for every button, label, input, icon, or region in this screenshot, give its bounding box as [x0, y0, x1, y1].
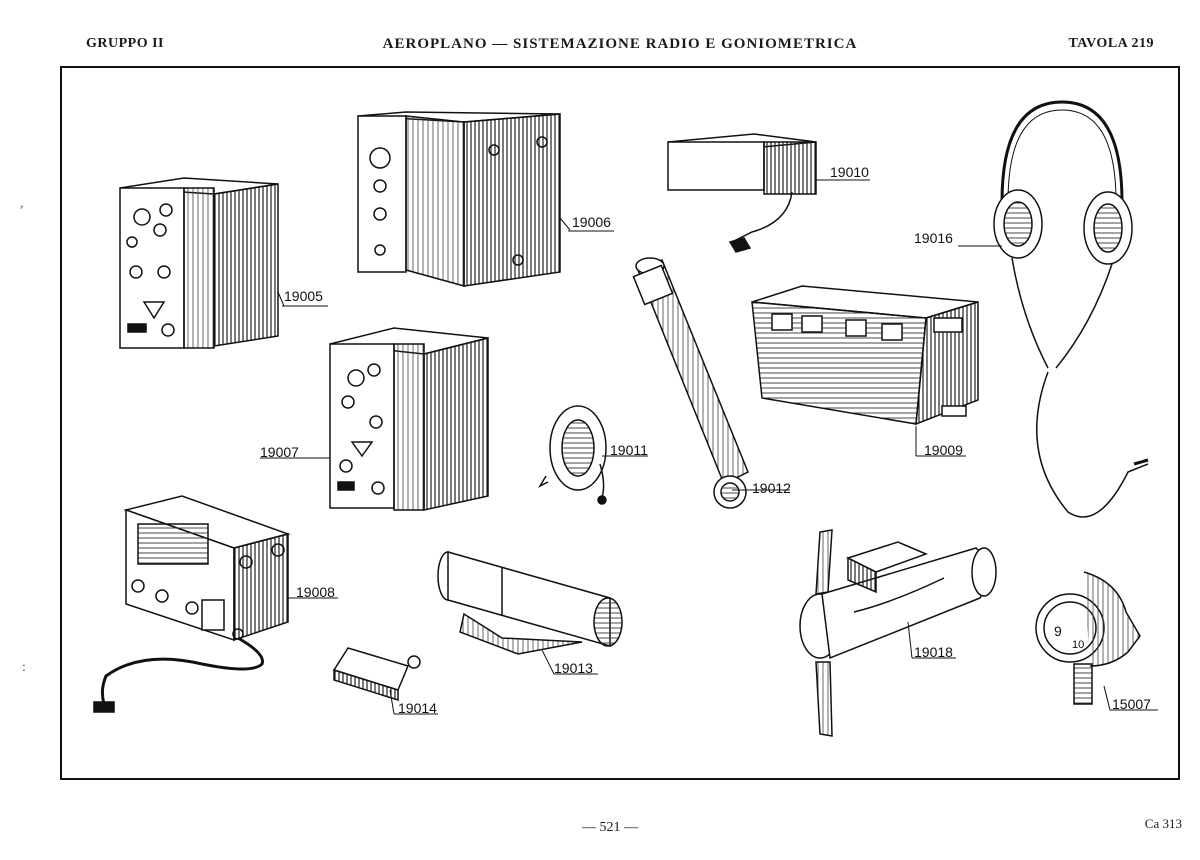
wind-generator-19018 — [799, 529, 997, 737]
radio-set-19008 — [93, 495, 291, 713]
equipment-drawing: 9 10 — [93, 100, 1158, 737]
label-19009: 19009 — [924, 442, 963, 458]
plate-number: TAVOLA 219 — [1068, 36, 1154, 51]
svg-text:9: 9 — [1054, 623, 1062, 639]
cylinder-unit-19013 — [437, 551, 623, 655]
label-19013: 19013 — [554, 660, 593, 676]
label-19005: 19005 — [284, 288, 323, 304]
label-19008: 19008 — [296, 584, 335, 600]
junction-box-19010 — [667, 133, 817, 253]
label-15007: 15007 — [1112, 696, 1151, 712]
radio-unit-19007 — [329, 327, 489, 511]
label-19016: 19016 — [914, 230, 953, 246]
gauge-15007: 9 10 — [1035, 571, 1141, 705]
label-19018: 19018 — [914, 644, 953, 660]
label-19007: 19007 — [260, 444, 299, 460]
headphones-19016 — [993, 100, 1149, 518]
svg-text:10: 10 — [1072, 639, 1084, 651]
label-19012: 19012 — [752, 480, 791, 496]
tube-unit-19012 — [632, 257, 749, 509]
label-19011: 19011 — [610, 442, 648, 458]
scan-artifact: : — [22, 660, 26, 675]
page-title: AEROPLANO — SISTEMAZIONE RADIO E GONIOME… — [382, 36, 858, 52]
label-19010: 19010 — [830, 164, 869, 180]
footer-code: Ca 313 — [1144, 816, 1182, 831]
loop-coil-19011 — [538, 405, 607, 505]
key-switch-19014 — [332, 647, 421, 702]
radio-unit-19006 — [357, 111, 561, 287]
illustration-frame: 9 10 19005 19006 19010 190 — [60, 66, 1180, 780]
battery-box-19009 — [751, 285, 979, 426]
radio-unit-19005 — [119, 177, 279, 349]
leader-lines — [260, 179, 1158, 715]
group-label: GRUPPO II — [86, 36, 164, 51]
label-19006: 19006 — [572, 214, 611, 230]
page-number: — 521 — — [582, 820, 638, 835]
scan-artifact: , — [20, 196, 24, 211]
label-19014: 19014 — [398, 700, 437, 716]
